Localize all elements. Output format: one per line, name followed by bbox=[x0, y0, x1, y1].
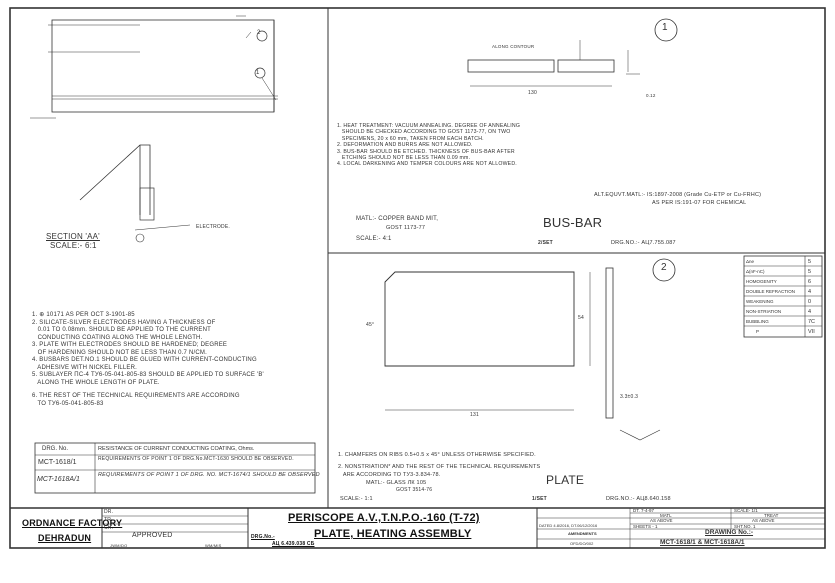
busbar-scale: SCALE:- 4:1 bbox=[356, 236, 392, 242]
optical-value: 0 bbox=[808, 299, 812, 305]
org-city: DEHRADUN bbox=[38, 533, 92, 543]
electrode-label: ELECTRODE. bbox=[196, 224, 230, 230]
optical-label: BUBBLING bbox=[746, 319, 769, 324]
optical-row: NON-STRIATION 4 bbox=[746, 307, 822, 317]
traced-by-label: TR. bbox=[104, 517, 113, 523]
plate-drg-no: DRG.NO.:- АЦ8.640.158 bbox=[606, 496, 671, 502]
plate-thk-dim: 3.3±0.3 bbox=[620, 394, 639, 400]
res-row2-drg: MCT-1618A/1 bbox=[37, 476, 80, 483]
note-5: 5. SUBLAYER ПС-4 ТУ6-05-041-805-83 SHOUL… bbox=[32, 372, 264, 386]
optical-row: DOUBLE REFRACTION 4 bbox=[746, 287, 822, 297]
plate-note-2: 2. NONSTRIATION* AND THE REST OF THE TEC… bbox=[338, 464, 541, 478]
plate-qty: 1/SET bbox=[532, 496, 547, 502]
sheets-cell: SHEETS - 1 bbox=[633, 524, 658, 529]
treat-cell: TREAT bbox=[764, 513, 779, 518]
optical-label: HOMOGENITY bbox=[746, 279, 777, 284]
optical-value: 5 bbox=[808, 259, 812, 265]
plate-title: PLATE bbox=[546, 473, 585, 487]
optical-label: NON-STRIATION bbox=[746, 309, 782, 314]
busbar-notes: 1. HEAT TREATMENT: VACUUM ANNEALING. DEG… bbox=[337, 123, 520, 168]
approved-label: APPROVED bbox=[132, 532, 173, 539]
drg-no-value: АЦ 6.439.038 СБ bbox=[272, 541, 315, 547]
busbar-alt-matl-2: AS PER IS:191-07 FOR CHEMICAL bbox=[652, 200, 747, 206]
busbar-note-4: 4. LOCAL DARKENING AND TEMPER COLOURS AR… bbox=[337, 161, 517, 168]
busbar-callout: 1 bbox=[662, 22, 668, 33]
sheet-no-cell: SHT.NO. 1 bbox=[734, 524, 756, 529]
along-contour-label: ALONG CONTOUR bbox=[492, 44, 535, 49]
matl-value: AS ABOVE bbox=[650, 518, 673, 523]
treat-value: AS ABOVE bbox=[752, 518, 775, 523]
busbar-alt-matl: ALT.EQUVT.MATL:- IS:1897-2008 (Grade Cu-… bbox=[594, 192, 762, 198]
plate-note-1: 1. CHAMFERS ON RIBS 0.5+0.5 x 45° UNLESS… bbox=[338, 452, 536, 458]
optical-label: Δ(nF-nC) bbox=[746, 269, 765, 274]
date-cell: DT. 7-4-97 bbox=[633, 508, 655, 513]
signatory-1: JWM/DO bbox=[110, 543, 128, 548]
callout-2: 2 bbox=[257, 30, 261, 36]
busbar-matl-2: GOST 1173-77 bbox=[386, 225, 426, 231]
busbar-note-1: 1. HEAT TREATMENT: VACUUM ANNEALING. DEG… bbox=[337, 123, 521, 142]
res-row1-drg: MCT-1618/1 bbox=[38, 459, 77, 466]
optical-label: Δne bbox=[746, 259, 755, 264]
optical-row: HOMOGENITY 6 bbox=[746, 277, 822, 287]
busbar-qty: 2/SET bbox=[538, 240, 553, 246]
note-3: 3. PLATE WITH ELECTRODES SHOULD BE HARDE… bbox=[32, 342, 228, 356]
drawn-by-label: DR. bbox=[104, 509, 114, 515]
optical-value: 4 bbox=[808, 289, 812, 295]
plate-matl-2: GOST 3514-76 bbox=[396, 487, 433, 493]
drawing-title-1: PERISCOPE A.V.,T.N.P.O.-160 (T-72) bbox=[288, 512, 480, 524]
optical-value: 5 bbox=[808, 269, 812, 275]
amendment-ref: OFD/DO/002 bbox=[570, 541, 594, 546]
section-scale: SCALE:- 6:1 bbox=[50, 241, 97, 250]
section-label: SECTION 'AA' bbox=[46, 232, 100, 241]
busbar-title: BUS-BAR bbox=[543, 215, 603, 230]
optical-row: Δ(nF-nC) 5 bbox=[746, 267, 822, 277]
callout-1: 1 bbox=[256, 70, 260, 76]
res-header-value: RESISTANCE OF CURRENT CONDUCTING COATING… bbox=[98, 446, 255, 452]
plate-width-dim: 131 bbox=[470, 412, 479, 418]
optical-label: DOUBLE REFRACTION bbox=[746, 289, 796, 294]
plate-angle-dim: 45° bbox=[366, 322, 375, 328]
note-6: 6. THE REST OF THE TECHNICAL REQUIREMENT… bbox=[32, 393, 240, 407]
signatory-2: WM/MIS bbox=[205, 543, 222, 548]
dated-cell: DATED 4.8/2016, DT.06/12/2016 bbox=[539, 523, 598, 528]
optical-label: WEAKENING bbox=[746, 299, 774, 304]
note-4: 4. BUSBARS DET.NO.1 SHOULD BE GLUED WITH… bbox=[32, 357, 257, 371]
optical-row: WEAKENING 0 bbox=[746, 297, 822, 307]
note-2: 2. SILICATE-SILVER ELECTRODES HAVING A T… bbox=[32, 319, 216, 341]
optical-row: BUBBLING 7C bbox=[746, 317, 822, 327]
optical-label: P bbox=[756, 329, 760, 334]
checked-by-label: CH. bbox=[104, 525, 114, 531]
scale-cell: SCALE- 1/1 bbox=[734, 508, 758, 513]
plate-callout: 2 bbox=[661, 262, 667, 273]
optical-value: VII bbox=[808, 329, 815, 335]
plate-matl: MATL:- GLASS ЛК 105 bbox=[366, 480, 427, 486]
res-row1-value: REQUIREMENTS OF POINT 1 OF DRG.No.MCT-16… bbox=[98, 456, 294, 462]
busbar-note-3: 3. BUS-BAR SHOULD BE ETCHED. THICKNESS O… bbox=[337, 148, 515, 162]
plate-height-dim: 54 bbox=[578, 315, 584, 321]
res-header-drg: DRG. No. bbox=[42, 446, 69, 452]
busbar-thk-dim: 0.12 bbox=[646, 93, 656, 98]
drawing-title-2: PLATE, HEATING ASSEMBLY bbox=[314, 528, 472, 540]
res-row2-value: REQUIREMENTS OF POINT 1 OF DRG. NO. MCT-… bbox=[98, 472, 320, 478]
drawing-no-value: MCT-1618/1 & MCT-1618A/1 bbox=[660, 539, 745, 546]
matl-cell: MATL bbox=[660, 513, 672, 518]
optical-properties-table: Δne 5 Δ(nF-nC) 5 HOMOGENITY 6 DOUBLE REFRAC… bbox=[746, 257, 822, 337]
busbar-length-dim: 130 bbox=[528, 90, 537, 96]
optical-row: P VII bbox=[746, 327, 822, 337]
optical-row: Δne 5 bbox=[746, 257, 822, 267]
amendments-label: AMENDMENTS bbox=[568, 531, 597, 536]
busbar-note-2: 2. DEFORMATION AND BURRS ARE NOT ALLOWED… bbox=[337, 142, 473, 149]
note-1: 1. ⊕ 10171 AS PER OCT 3-1901-85 bbox=[32, 312, 135, 318]
org-name: ORDNANCE FACTORY bbox=[22, 518, 123, 528]
drawing-no-label: DRAWING No.:- bbox=[705, 529, 754, 536]
assembly-notes: 1. ⊕ 10171 AS PER OCT 3-1901-85 2. SILIC… bbox=[32, 312, 264, 408]
optical-value: 6 bbox=[808, 279, 812, 285]
busbar-drg-no: DRG.NO.:- АЦ7.755.087 bbox=[611, 240, 676, 246]
busbar-matl: MATL:- COPPER BAND MIT, bbox=[356, 216, 439, 222]
drg-no-label: DRG.No.- bbox=[251, 534, 275, 540]
plate-scale: SCALE:- 1:1 bbox=[340, 496, 373, 502]
optical-value: 7C bbox=[808, 319, 816, 325]
optical-value: 4 bbox=[808, 309, 812, 315]
